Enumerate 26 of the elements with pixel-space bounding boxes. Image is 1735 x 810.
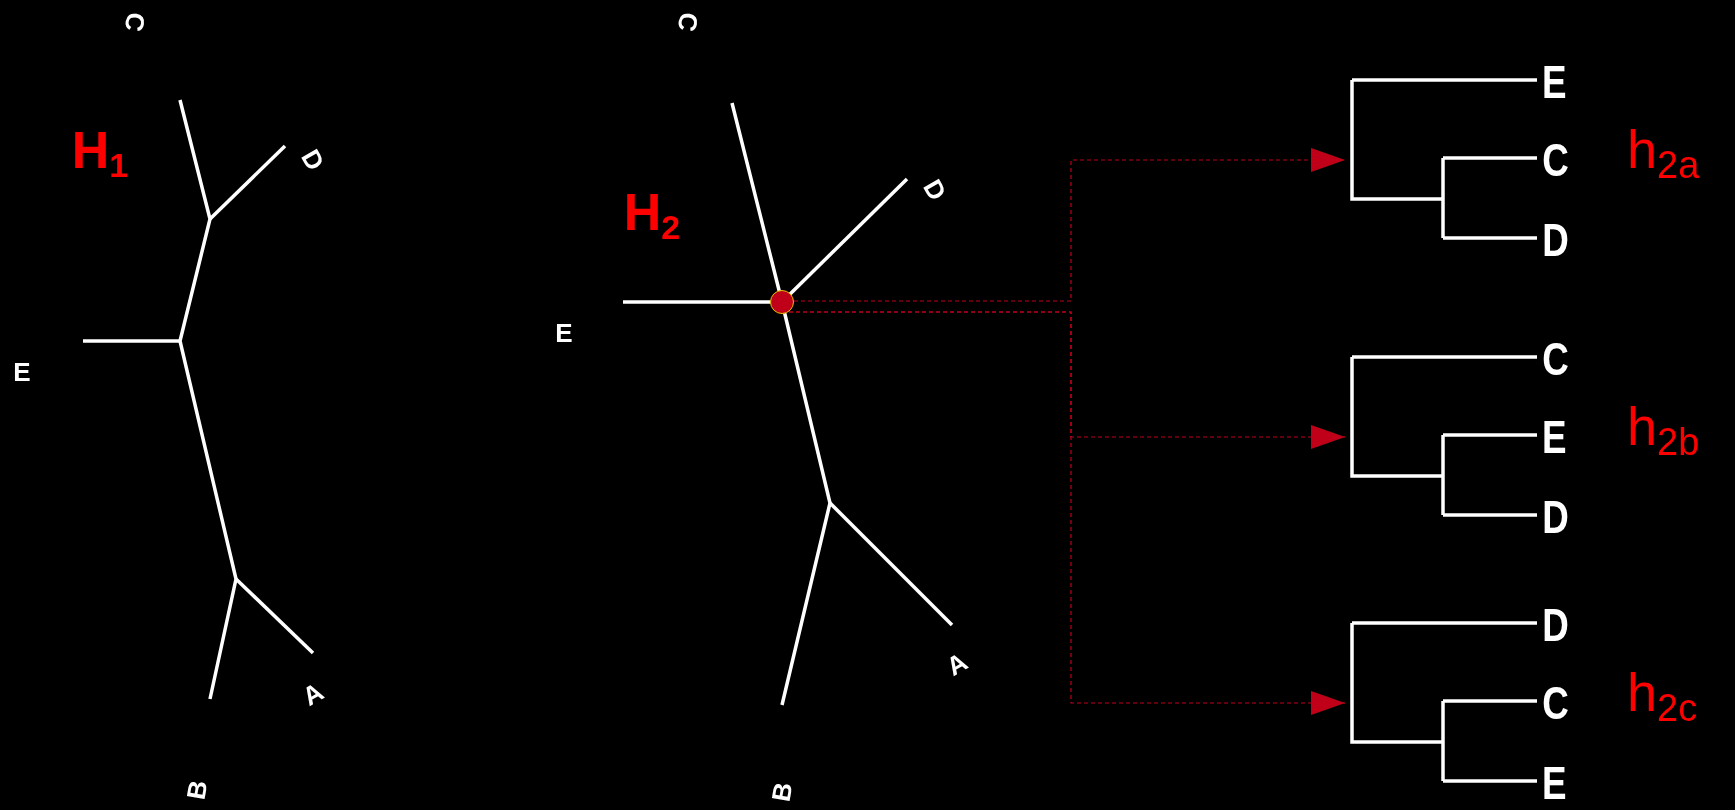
tree-label: h$_{2c}$ [1627, 665, 1698, 719]
leaf-label: D [1542, 602, 1569, 648]
leaf-label: A [298, 678, 328, 710]
leaf-label: A [942, 648, 972, 680]
leaf-label: E [1542, 760, 1567, 806]
leaf-label: E [13, 359, 31, 385]
tree-title: H$_{2}$ [623, 186, 681, 238]
tree-title: H$_{1}$ [71, 124, 129, 176]
leaf-label: D [297, 145, 329, 175]
leaf-label: D [1542, 217, 1569, 263]
leaf-label: B [182, 778, 212, 802]
leaf-label: D [919, 175, 951, 205]
tree-label: h$_{2b}$ [1627, 399, 1700, 453]
leaf-label: C [1542, 137, 1569, 183]
tree-label: h$_{2a}$ [1627, 122, 1700, 176]
leaf-label: B [767, 780, 797, 804]
leaf-label: C [673, 10, 703, 34]
leaf-label: C [120, 10, 150, 34]
leaf-label: E [555, 320, 573, 346]
leaf-label: C [1542, 336, 1569, 382]
dashed-arrow [793, 148, 1346, 302]
leaf-label: E [1542, 59, 1567, 105]
leaf-label: D [1542, 494, 1569, 540]
leaf-label: E [1542, 414, 1567, 460]
dashed-arrow [788, 311, 1346, 715]
leaf-label: C [1542, 680, 1569, 726]
